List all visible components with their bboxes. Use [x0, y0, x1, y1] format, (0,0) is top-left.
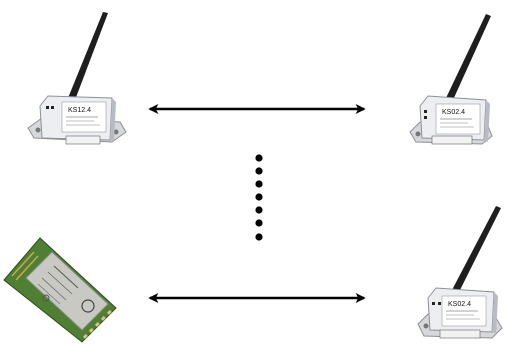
ellipsis-dot — [255, 154, 263, 162]
model-label: KS02.4 — [448, 301, 471, 308]
radio-module-antenna-icon: KS02.4 — [417, 206, 503, 339]
radio-module-antenna-icon: KS02.4 — [409, 14, 493, 145]
model-label: KS02.4 — [442, 109, 465, 116]
rf-chip-module-icon — [3, 237, 117, 343]
ellipsis-dot — [255, 167, 263, 175]
ellipsis-dot — [255, 233, 263, 241]
ellipsis-dot — [255, 206, 263, 214]
ellipsis-dot — [255, 219, 263, 227]
radio-module-antenna-icon: KS12.4 — [27, 12, 127, 145]
model-label: KS12.4 — [68, 107, 91, 114]
ellipsis-dot — [255, 193, 263, 201]
ellipsis-dot — [255, 180, 263, 188]
vertical-ellipsis — [255, 154, 263, 241]
